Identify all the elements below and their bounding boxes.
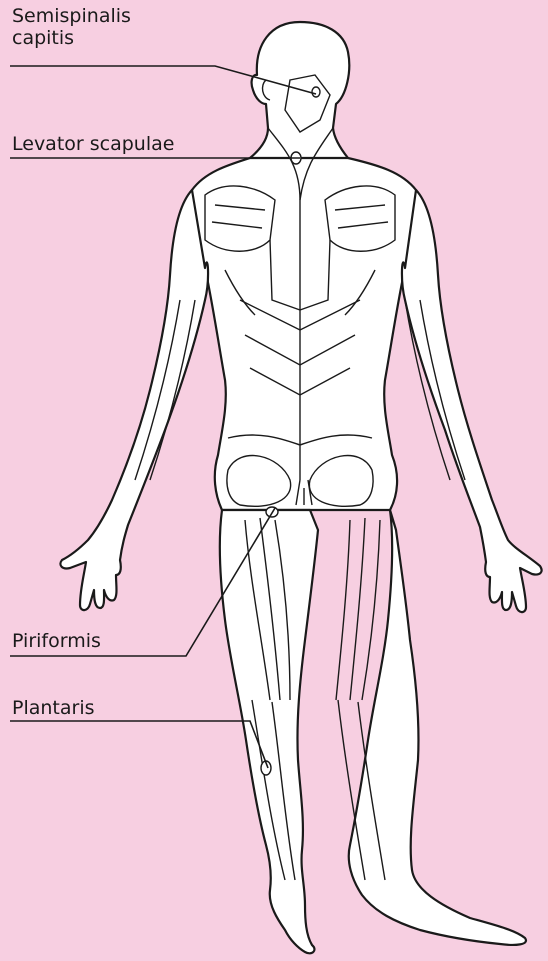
body-outline [60,22,541,953]
right-arm [402,190,542,612]
left-arm [60,190,208,610]
leader-plantaris [10,721,268,768]
head [250,22,349,168]
